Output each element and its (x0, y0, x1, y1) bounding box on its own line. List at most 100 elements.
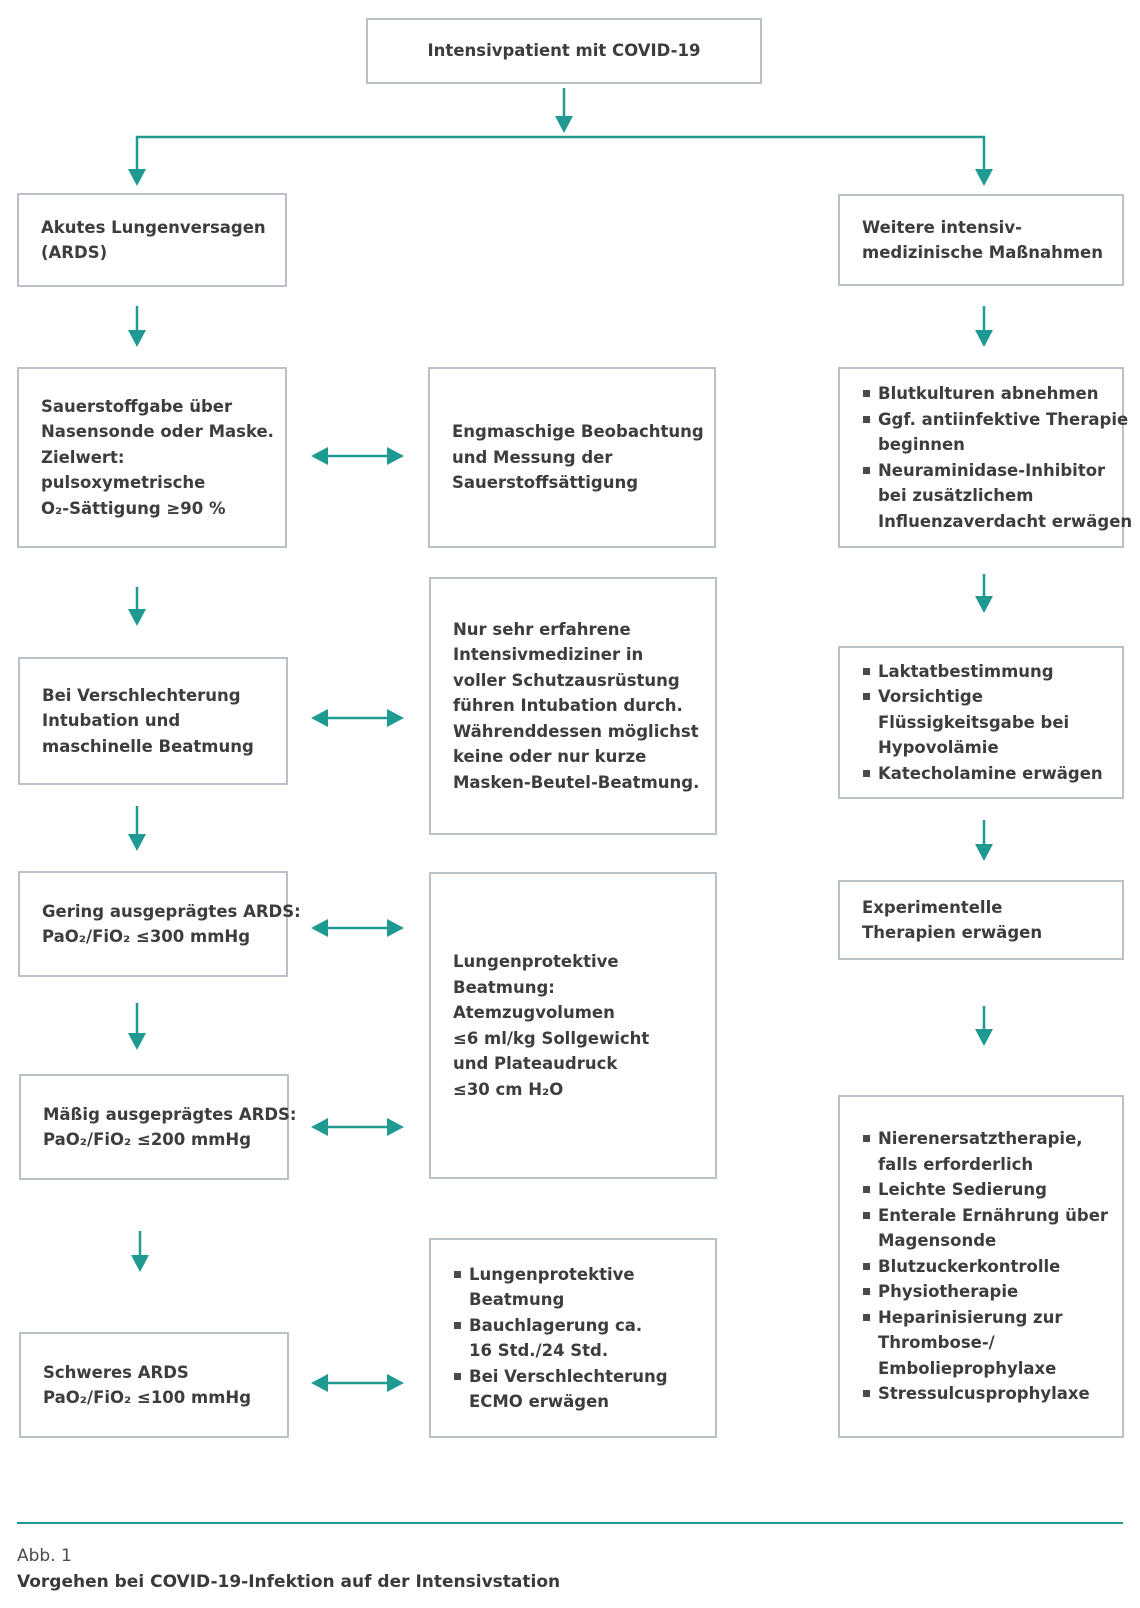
node-text-line: Mäßig ausgeprägtes ARDS: (43, 1104, 297, 1124)
bullet-text-line: Nierenersatztherapie, (878, 1129, 1083, 1149)
node-root: Intensivpatient mit COVID-19 (366, 18, 762, 84)
bullet-text-line: Thrombose-/ (878, 1333, 995, 1353)
bullet-text-line: Laktatbestimmung (878, 661, 1054, 681)
node-text-line: Intubation und (42, 711, 181, 731)
node-text-line: PaO₂/FiO₂ ≤300 mmHg (42, 927, 251, 946)
arrow-head-icon (311, 1118, 328, 1136)
node-text-line: Beatmung: (453, 977, 555, 997)
node-text-line: und Plateaudruck (453, 1054, 618, 1073)
node-text-line: Akutes Lungenversagen (41, 217, 266, 237)
node-text-line: Engmaschige Beobachtung (452, 422, 704, 442)
bullet-text-line: ECMO erwägen (469, 1392, 610, 1411)
node-text-line: Intensivpatient mit COVID-19 (427, 41, 701, 61)
bullet-text-line: Leichte Sedierung (878, 1180, 1047, 1200)
node-text-line: O₂-Sättigung ≥90 % (41, 498, 226, 518)
bullet-item: Stressulcusprophylaxe (862, 1381, 1100, 1407)
arrow-head-icon (975, 596, 993, 613)
flow-connectors (128, 88, 993, 1392)
node-text-line: PaO₂/FiO₂ ≤100 mmHg (43, 1388, 252, 1407)
arrow-head-icon (387, 1374, 404, 1392)
node-gering: Gering ausgeprägtes ARDS: PaO₂/FiO₂ ≤300 … (18, 871, 301, 977)
bullet-text-line: Influenzaverdacht erwägen (878, 511, 1133, 531)
bullet-text-line: beginnen (878, 435, 965, 454)
node-text-line: keine oder nur kurze (453, 747, 647, 767)
node-text-line: Zielwert: (41, 447, 125, 467)
node-text-line: pulsoxymetrische (41, 473, 206, 493)
bullet-text-line: Heparinisierung zur (878, 1307, 1063, 1327)
node-text-line: Sauerstoffsättigung (452, 473, 639, 493)
bullet-text-line: Enterale Ernährung über (878, 1205, 1109, 1225)
node-text-line: und Messung der (452, 447, 613, 467)
arrow-head-icon (975, 169, 993, 186)
node-text-line: Bei Verschlechterung (42, 685, 241, 705)
arrow-head-icon (128, 1033, 146, 1050)
split-connector (135, 135, 986, 183)
node-text-line: Währenddessen möglichst (453, 721, 699, 741)
bullet-text-line: Ggf. antiinfektive Therapie (878, 409, 1129, 429)
arrow-head-icon (387, 919, 404, 937)
bullet-item: Leichte Sedierung (862, 1177, 1100, 1203)
arrow-head-icon (131, 1255, 149, 1272)
arrow-head-icon (128, 609, 146, 626)
bullet-text-line: Vorsichtige (878, 687, 983, 707)
bullet-item: Blutzuckerkontrolle (862, 1254, 1100, 1280)
arrow-head-icon (311, 1374, 328, 1392)
bullet-item: Physiotherapie (862, 1279, 1100, 1305)
arrow-head-icon (128, 169, 146, 186)
arrow-head-icon (311, 447, 328, 465)
bullet-text-line: Blutzuckerkontrolle (878, 1256, 1061, 1276)
bullet-item: Nierenersatztherapie,falls erforderlich (862, 1126, 1100, 1177)
bullet-text-line: Katecholamine erwägen (878, 763, 1103, 783)
arrow-head-icon (311, 919, 328, 937)
arrow-head-icon (128, 834, 146, 851)
node-text-line: führen Intubation durch. (453, 696, 683, 716)
arrow-head-icon (975, 1029, 993, 1046)
bullet-text-line: bei zusätzlichem (878, 486, 1034, 505)
bullet-text-line: Bei Verschlechterung (469, 1366, 668, 1386)
footer-divider (17, 1522, 1123, 1524)
bullet-text-line: Bauchlagerung ca. (469, 1315, 643, 1335)
node-text-line: Experimentelle (862, 897, 1003, 917)
arrow-head-icon (555, 116, 573, 133)
node-text-line: Schweres ARDS (43, 1362, 189, 1382)
node-maessig: Mäßig ausgeprägtes ARDS:PaO₂/FiO₂ ≤200 m… (19, 1074, 297, 1180)
bullet-text-line: Flüssigkeitsgabe bei (878, 712, 1070, 732)
node-text-line: Nur sehr erfahrene (453, 619, 631, 639)
bullet-text-line: Embolieprophylaxe (878, 1358, 1057, 1378)
arrow-head-icon (128, 330, 146, 347)
bullet-item: Bauchlagerung ca.16 Std./24 Std. (453, 1313, 693, 1364)
node-text-line: Sauerstoffgabe über (41, 396, 233, 416)
arrow-head-icon (387, 447, 404, 465)
figure-title: Vorgehen bei COVID-19-Infektion auf der … (17, 1572, 561, 1592)
figure-number: Abb. 1 (17, 1546, 72, 1566)
node-ards: Akutes Lungenversagen (ARDS) (17, 193, 287, 287)
bullet-text-line: Stressulcusprophylaxe (878, 1384, 1090, 1404)
arrow-head-icon (975, 844, 993, 861)
node-text-line: voller Schutzausrüstung (453, 670, 680, 690)
bullet-text-line: Hypovolämie (878, 738, 999, 758)
bullet-item: Laktatbestimmung (862, 659, 1100, 685)
bullet-text-line: Blutkulturen abnehmen (878, 384, 1099, 403)
bullet-text-line: Lungenprotektive (469, 1264, 635, 1284)
node-text-line: maschinelle Beatmung (42, 736, 254, 756)
node-text-line: Therapien erwägen (862, 923, 1043, 942)
node-schwer: Schweres ARDS PaO₂/FiO₂ ≤100 mmHg (19, 1332, 289, 1438)
node-text-line: Gering ausgeprägtes ARDS: (42, 901, 301, 921)
node-text-line: Intensivmediziner in (453, 645, 644, 665)
node-text-line: (ARDS) (41, 243, 108, 262)
arrow-head-icon (387, 1118, 404, 1136)
